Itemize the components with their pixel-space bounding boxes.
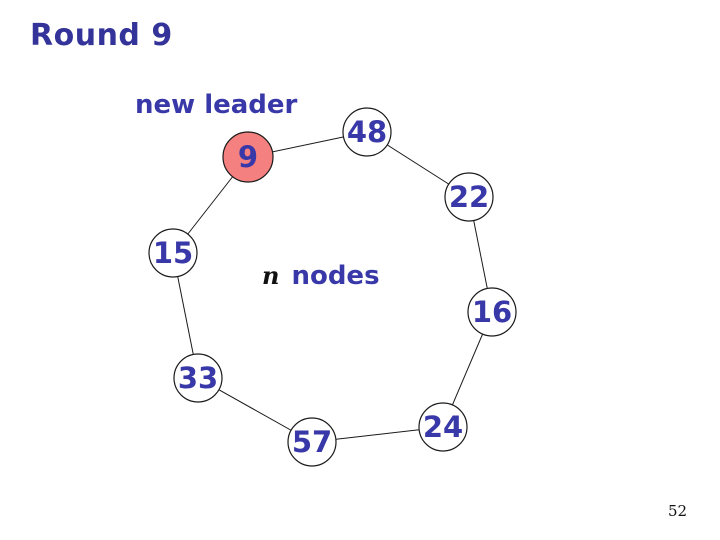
node-16: 16 (467, 287, 517, 337)
node-48: 48 (342, 107, 392, 157)
node-circle (173, 353, 223, 403)
node-circle (342, 107, 392, 157)
node-id-label: 48 (347, 115, 387, 149)
node-circle (222, 131, 274, 183)
node-circle (444, 172, 494, 222)
n-variable: n (262, 261, 280, 290)
node-24: 24 (418, 402, 468, 452)
node-22: 22 (444, 172, 494, 222)
node-id-label: 57 (292, 425, 332, 459)
page-number: 52 (668, 502, 688, 520)
leader-node-9: 9 (222, 131, 274, 183)
node-id-label: 22 (449, 180, 489, 214)
node-id-label: 24 (423, 410, 463, 444)
node-15: 15 (148, 228, 198, 278)
node-id-label: 33 (178, 361, 218, 395)
node-circle (287, 417, 337, 467)
node-id-label: 16 (472, 295, 512, 329)
node-id-label: 15 (153, 236, 193, 270)
node-circle (418, 402, 468, 452)
node-id-label: 9 (238, 140, 258, 174)
node-circle (148, 228, 198, 278)
node-57: 57 (287, 417, 337, 467)
new-leader-label: new leader (135, 90, 298, 120)
slide-title: Round 9 (30, 18, 173, 53)
node-33: 33 (173, 353, 223, 403)
nodes-word: nodes (291, 261, 380, 291)
center-label: n nodes (262, 261, 380, 291)
node-circle (467, 287, 517, 337)
